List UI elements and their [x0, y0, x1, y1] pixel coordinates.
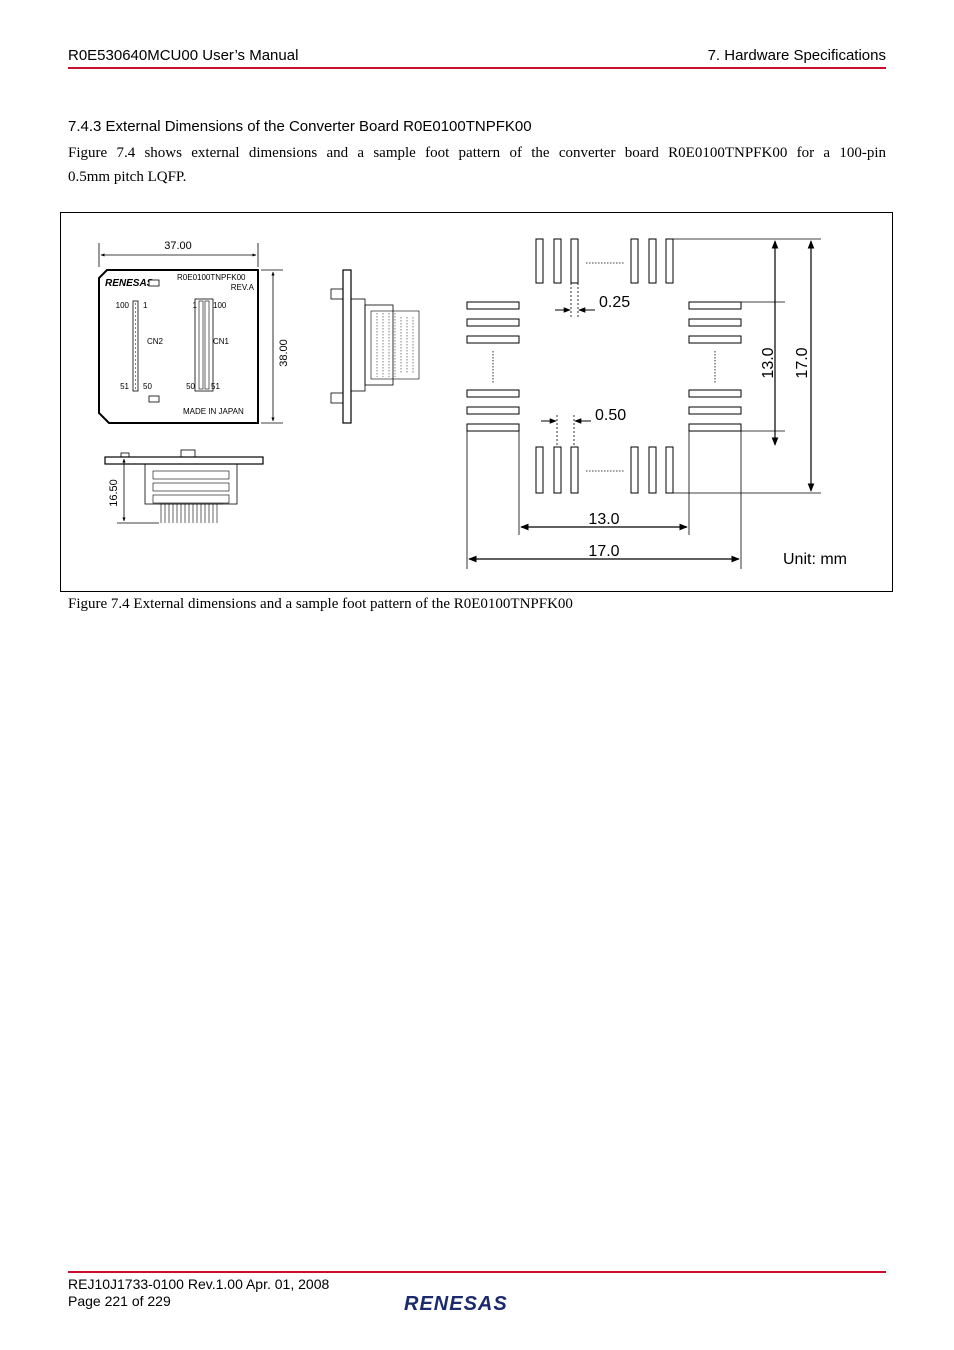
- cn2-pin-50: 50: [143, 382, 152, 391]
- figure-caption: Figure 7.4 External dimensions and a sam…: [68, 596, 573, 612]
- inner-height-dim: 13.0: [760, 347, 777, 378]
- footer-renesas-logo: RENESAS: [404, 1293, 508, 1315]
- paragraph-line-2: 0.5mm pitch LQFP.: [68, 168, 187, 185]
- board-side-view: [330, 269, 420, 424]
- board-bottom-view: 16.50: [104, 449, 264, 524]
- board-height-dim: 38.00: [278, 339, 290, 367]
- header-rule: [68, 67, 886, 69]
- pitch-dim: 0.50: [595, 407, 626, 424]
- cn1-pin-1: 1: [193, 301, 198, 310]
- cn1-pin-100: 100: [213, 301, 227, 310]
- paragraph-line-1: Figure 7.4 shows external dimensions and…: [68, 145, 886, 161]
- cn2-pin-51: 51: [120, 382, 129, 391]
- header-chapter-title: 7. Hardware Specifications: [707, 47, 886, 64]
- figure-frame: 37.00 38.00 RENESAS R0E0100TNPFK00 REV.A…: [60, 212, 893, 592]
- unit-label: Unit: mm: [783, 551, 847, 568]
- inner-width-dim: 13.0: [588, 511, 619, 528]
- cn2-pin-100: 100: [116, 301, 130, 310]
- section-title: 7.4.3 External Dimensions of the Convert…: [68, 118, 532, 135]
- cn1-pin-50: 50: [186, 382, 195, 391]
- pad-width-dim: 0.25: [599, 294, 630, 311]
- header-manual-title: R0E530640MCU00 User’s Manual: [68, 47, 299, 64]
- cn1-pin-51: 51: [211, 382, 220, 391]
- figure-drawing: 37.00 38.00 RENESAS R0E0100TNPFK00 REV.A…: [98, 238, 847, 569]
- board-width-dim: 37.00: [164, 240, 192, 252]
- cn2-label: CN2: [147, 337, 164, 346]
- board-logo: RENESAS: [105, 278, 154, 289]
- footer-page-number: Page 221 of 229: [68, 1293, 171, 1309]
- board-rev-label: REV.A: [231, 283, 255, 292]
- outer-height-dim: 17.0: [794, 347, 811, 378]
- board-model-label: R0E0100TNPFK00: [177, 273, 246, 282]
- board-made-in: MADE IN JAPAN: [183, 407, 244, 416]
- foot-pattern: 0.25 0.50 13.0 17.0 13.0 17.0 Unit: mm: [466, 238, 847, 569]
- section-paragraph: Figure 7.4 shows external dimensions and…: [68, 142, 886, 189]
- cn1-label: CN1: [213, 337, 230, 346]
- footer-doc-info: REJ10J1733-0100 Rev.1.00 Apr. 01, 2008: [68, 1276, 330, 1292]
- outer-width-dim: 17.0: [588, 543, 619, 560]
- cn2-pin-1: 1: [143, 301, 148, 310]
- board-depth-dim: 16.50: [108, 479, 120, 507]
- board-top-view: 37.00 38.00 RENESAS R0E0100TNPFK00 REV.A…: [98, 240, 290, 424]
- footer-rule: [68, 1271, 886, 1273]
